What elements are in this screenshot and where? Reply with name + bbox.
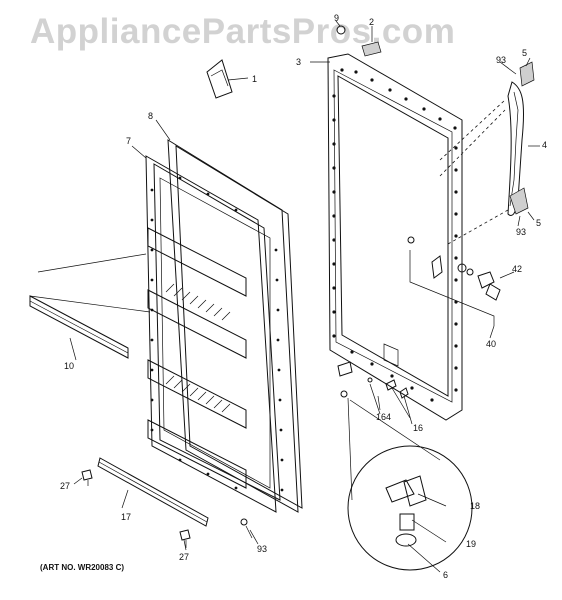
liner-edge-holes bbox=[150, 176, 284, 492]
outer-door-holes bbox=[332, 68, 458, 402]
part-40-lock-assembly bbox=[407, 236, 515, 326]
liner-door-shelves bbox=[147, 227, 247, 489]
leader-lines bbox=[69, 119, 495, 551]
part-2-label bbox=[361, 26, 382, 57]
callout-9: 9 bbox=[334, 13, 340, 23]
callout-19: 19 bbox=[466, 539, 477, 549]
part-93-screw bbox=[240, 518, 253, 539]
part-17-bottom-bar bbox=[97, 457, 209, 527]
callout-5-bottom: 5 bbox=[536, 218, 542, 228]
callout-42: 42 bbox=[512, 264, 523, 274]
callout-3: 3 bbox=[296, 57, 302, 67]
callout-4: 4 bbox=[542, 140, 548, 150]
callout-2: 2 bbox=[369, 17, 375, 27]
part-7-inner-liner bbox=[145, 155, 281, 513]
callout-93-top: 93 bbox=[496, 55, 507, 65]
callout-17: 17 bbox=[121, 512, 132, 522]
callout-93-right: 93 bbox=[516, 227, 527, 237]
callout-27-bottom: 27 bbox=[179, 552, 190, 562]
art-number: (ART NO. WR20083 C) bbox=[40, 563, 125, 572]
part-9-screw bbox=[335, 20, 346, 35]
part-27-plug-b bbox=[179, 529, 191, 548]
callout-164: 164 bbox=[376, 412, 392, 422]
callout-7: 7 bbox=[126, 136, 132, 146]
part-10-shelf-bar bbox=[29, 253, 151, 359]
callout-1: 1 bbox=[252, 74, 258, 84]
callout-5-top: 5 bbox=[522, 48, 528, 58]
part-3-outer-door bbox=[310, 53, 463, 421]
detail-circle bbox=[347, 397, 473, 573]
callout-8: 8 bbox=[148, 111, 154, 121]
callout-93-bottom: 93 bbox=[257, 544, 268, 554]
callout-40: 40 bbox=[486, 339, 497, 349]
part-27-plug-a bbox=[81, 469, 93, 486]
door-vent-slot bbox=[383, 343, 399, 367]
callout-27-left: 27 bbox=[60, 481, 71, 491]
callout-6: 6 bbox=[443, 570, 449, 580]
callout-16: 16 bbox=[413, 423, 424, 433]
callout-10: 10 bbox=[64, 361, 75, 371]
part-16-screws bbox=[385, 379, 411, 419]
part-4-handle bbox=[507, 61, 535, 216]
part-8-gasket bbox=[167, 139, 303, 513]
part-1-literature bbox=[206, 59, 249, 99]
part-164-bottom-hardware bbox=[337, 361, 381, 415]
watermark: AppliancePartsPros.com bbox=[30, 12, 456, 51]
callout-18: 18 bbox=[470, 501, 481, 511]
